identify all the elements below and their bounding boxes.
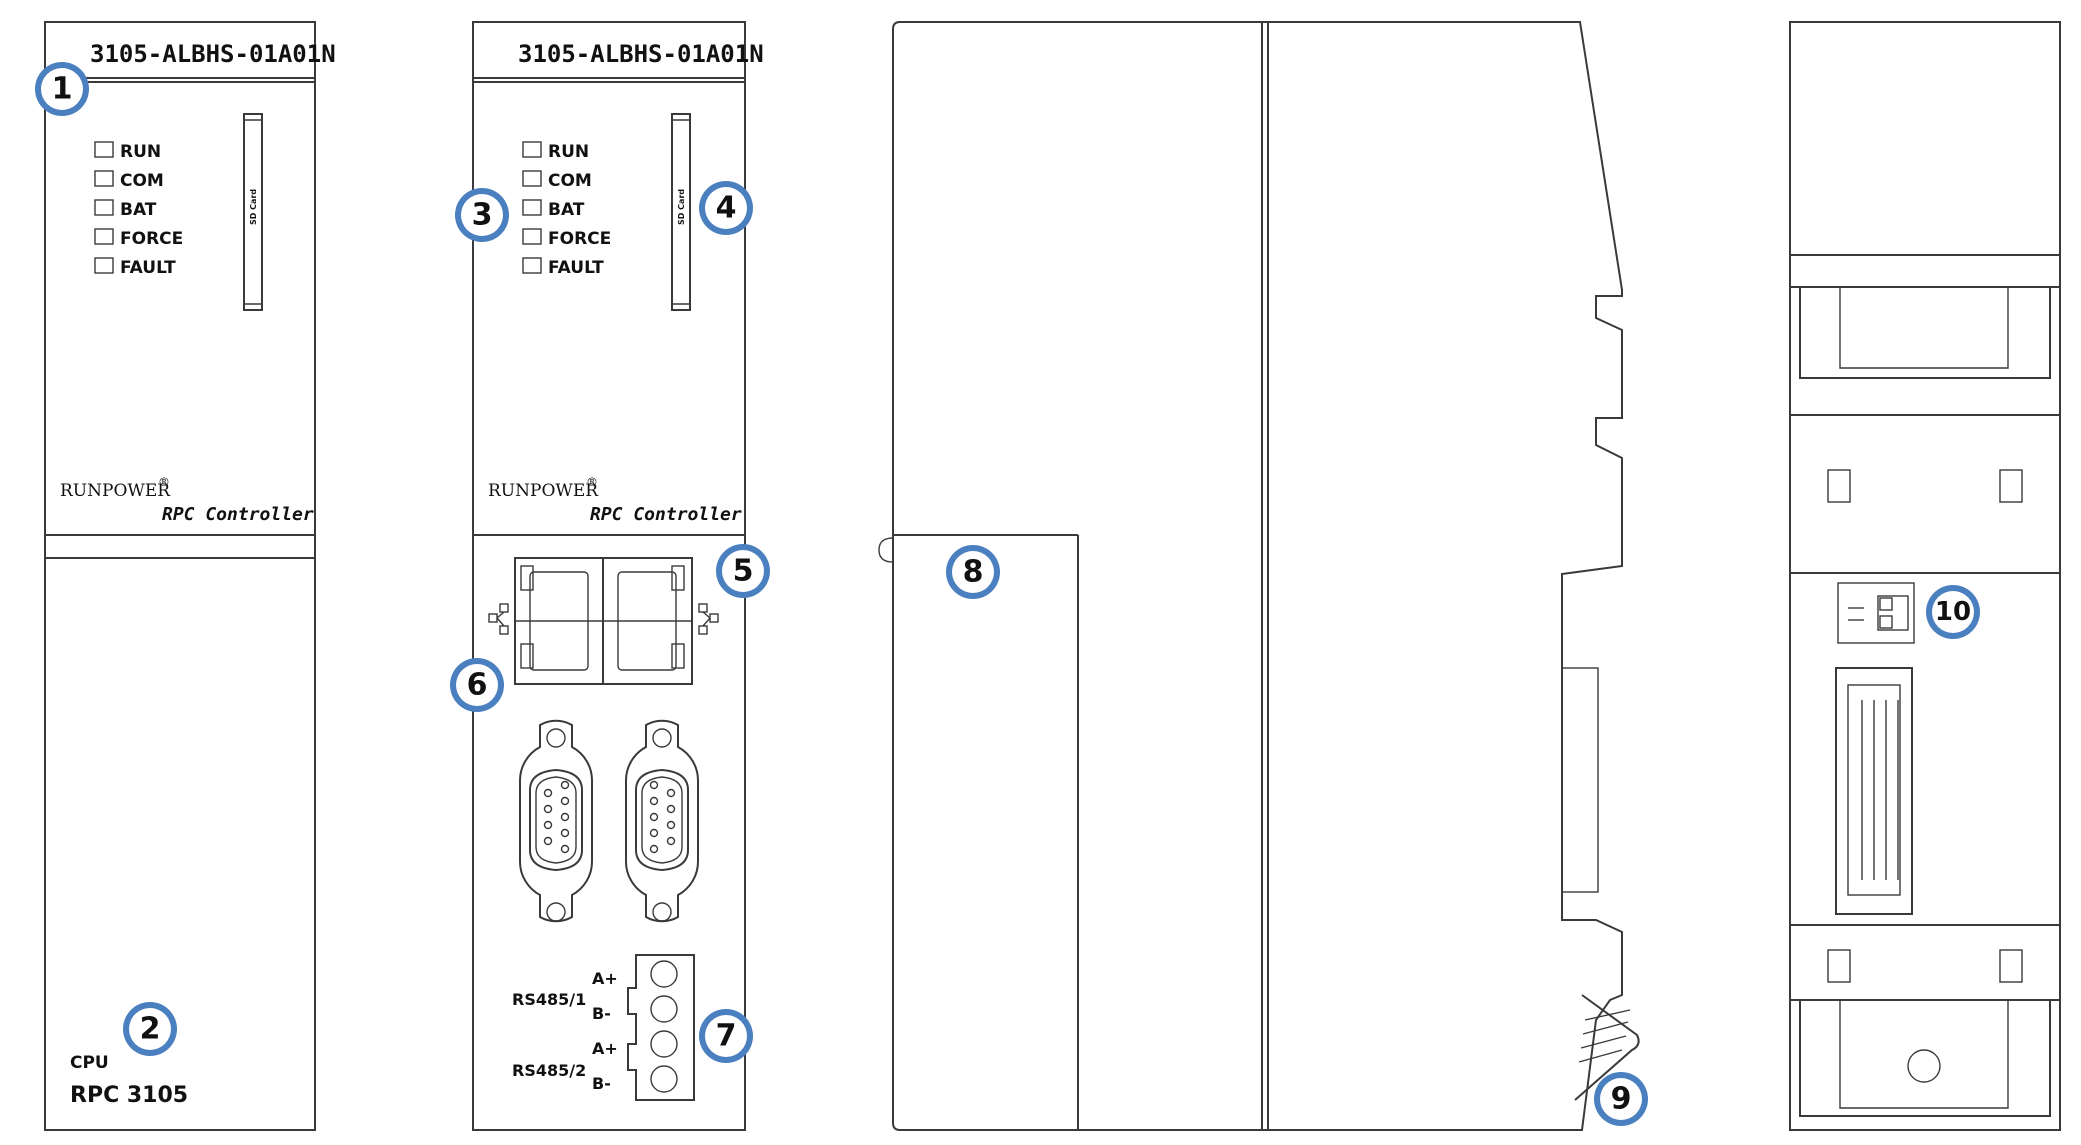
sd-card-slot: [671, 113, 691, 311]
svg-text:8: 8: [963, 555, 984, 590]
mounting-slot: [1827, 949, 1851, 983]
svg-text:4: 4: [716, 191, 737, 226]
dip-switch: [1837, 582, 1915, 644]
led-label-fault: FAULT: [548, 258, 604, 278]
led-label-bat: BAT: [548, 200, 585, 220]
ethernet-ports: [514, 557, 693, 685]
led-indicator: [94, 228, 114, 245]
rs485-2-label: RS485/2: [512, 1061, 586, 1080]
mounting-slot: [1999, 949, 2023, 983]
led-label-force: FORCE: [120, 229, 183, 249]
led-label-run: RUN: [548, 142, 589, 162]
led-label-run: RUN: [120, 142, 161, 162]
callout-2: 2: [123, 1002, 177, 1056]
mounting-slot: [1827, 469, 1851, 503]
terminal-b-minus: B-: [592, 1004, 611, 1023]
front-view-open: 3105-ALBHS-01A01N RUN COM BAT FORCE FAUL…: [472, 21, 764, 1131]
svg-text:3: 3: [472, 198, 493, 233]
callout-5: 5: [716, 544, 770, 598]
front-view-closed: 3105-ALBHS-01A01N RUN COM BAT FORCE FAUL…: [44, 21, 336, 1131]
led-label-com: COM: [548, 171, 592, 191]
callout-4: 4: [699, 181, 753, 235]
callout-10: 10: [1926, 585, 1980, 639]
svg-text:2: 2: [140, 1012, 161, 1047]
led-group: RUN COM BAT FORCE FAULT: [94, 141, 183, 278]
led-label-bat: BAT: [120, 200, 157, 220]
registered-mark: ®: [586, 475, 598, 489]
terminal-b-minus: B-: [592, 1074, 611, 1093]
terminal-a-plus: A+: [592, 1039, 618, 1058]
svg-text:9: 9: [1611, 1082, 1632, 1117]
backplane-connector: [1835, 667, 1913, 915]
led-indicator: [94, 199, 114, 216]
network-icon: [488, 603, 509, 635]
terminal-a-plus: A+: [592, 969, 618, 988]
led-indicator: [522, 141, 542, 158]
led-label-fault: FAULT: [120, 258, 176, 278]
brand-name: RUNPOWER: [488, 481, 599, 501]
mounting-slot: [1999, 469, 2023, 503]
callout-7: 7: [699, 1009, 753, 1063]
svg-text:5: 5: [733, 554, 754, 589]
sd-card-label: SD Card: [677, 189, 686, 225]
rear-view: [1789, 21, 2061, 1131]
callout-3: 3: [455, 188, 509, 242]
controller-label: RPC Controller: [590, 504, 742, 525]
brand-name: RUNPOWER: [60, 481, 171, 501]
led-indicator: [522, 228, 542, 245]
led-label-force: FORCE: [548, 229, 611, 249]
rs485-terminal: [627, 954, 695, 1101]
controller-label: RPC Controller: [162, 504, 314, 525]
module-title: 3105-ALBHS-01A01N: [518, 40, 764, 68]
side-view: [878, 21, 1640, 1131]
led-group: RUN COM BAT FORCE FAULT: [522, 141, 611, 278]
db9-port-left: [518, 719, 594, 923]
led-indicator: [522, 257, 542, 274]
cpu-label: CPU: [70, 1053, 109, 1073]
model-label: RPC 3105: [70, 1083, 188, 1108]
sd-card-slot: [243, 113, 263, 311]
rs485-1-label: RS485/1: [512, 990, 586, 1009]
network-icon: [698, 603, 719, 635]
svg-text:7: 7: [716, 1019, 737, 1054]
led-indicator: [94, 257, 114, 274]
module-title: 3105-ALBHS-01A01N: [90, 40, 336, 68]
callout-8: 8: [946, 545, 1000, 599]
led-indicator: [94, 141, 114, 158]
svg-text:10: 10: [1935, 597, 1971, 627]
registered-mark: ®: [158, 475, 170, 489]
callout-6: 6: [450, 658, 504, 712]
led-indicator: [522, 170, 542, 187]
sd-card-label: SD Card: [249, 189, 258, 225]
screw-hole: [1907, 1049, 1941, 1083]
led-indicator: [522, 199, 542, 216]
db9-port-right: [624, 719, 700, 923]
svg-text:6: 6: [467, 668, 488, 703]
callout-9: 9: [1594, 1072, 1648, 1126]
led-indicator: [94, 170, 114, 187]
led-label-com: COM: [120, 171, 164, 191]
svg-text:1: 1: [52, 72, 73, 107]
callout-1: 1: [35, 62, 89, 116]
